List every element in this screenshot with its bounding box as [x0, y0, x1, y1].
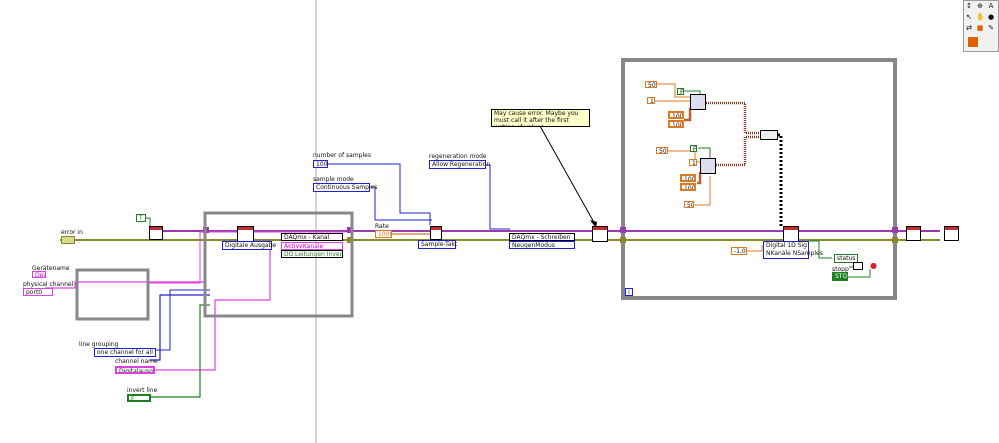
num-samples-value[interactable]: 1000	[313, 160, 328, 168]
or-node[interactable]	[853, 262, 863, 270]
gen2-c[interactable]: 1000	[680, 174, 696, 182]
active-channels-prop[interactable]: AktiveKanäle	[281, 242, 343, 250]
gen2-node[interactable]	[700, 158, 716, 174]
do-invert-prop[interactable]: DO.Leitungen Invertieren	[281, 250, 343, 258]
tool-wire-icon[interactable]: ⇄	[966, 24, 972, 32]
tool-position-icon[interactable]: ↖	[966, 13, 972, 21]
sample-mode-ring[interactable]: Continuous Samples	[313, 183, 377, 192]
channel-name-value[interactable]: Digitalausgang	[115, 366, 155, 374]
num-samples-label: number of samples	[313, 152, 371, 159]
physical-channel-label: physical channel	[23, 281, 74, 288]
status-label: status	[834, 254, 859, 263]
gen1-d[interactable]: 1000	[668, 120, 684, 128]
tool-pen-icon[interactable]: ✎	[988, 24, 994, 32]
stop-label: stopp	[832, 266, 849, 273]
write-type-ring[interactable]: Digital 1D Sig NKanäle NSamples	[763, 241, 823, 259]
gen2-e[interactable]: F	[690, 145, 697, 152]
device-name-value[interactable]: Dev1	[32, 271, 46, 278]
tool-color-icon[interactable]: ■	[976, 24, 984, 32]
write-property[interactable]: DAQmx - Schreiben	[509, 233, 575, 241]
gen2-b[interactable]: 1	[689, 159, 697, 166]
channel-name-label: channel name	[115, 358, 158, 365]
line-grouping-ring[interactable]: one channel for all	[94, 348, 156, 357]
timing-node[interactable]	[430, 226, 442, 240]
regen-ring[interactable]: Allow Regeneration	[429, 160, 490, 169]
device-name-label: Gerätename	[32, 265, 70, 272]
gen1-a[interactable]: 500	[645, 81, 657, 88]
tools-palette: ↕ ⊕ A ↖ ✋ ● ⇄ ■ ✎	[963, 0, 999, 52]
tool-hand-icon[interactable]: ✋	[976, 13, 985, 21]
start-task-node[interactable]	[592, 226, 608, 242]
physical-channel-value[interactable]: port0	[23, 288, 53, 296]
regen-mode-prop[interactable]: NeugenModus	[509, 241, 575, 249]
sample-mode-label: sample mode	[313, 176, 354, 183]
loop-iteration-terminal: i	[625, 288, 633, 296]
true-constant[interactable]: T	[136, 214, 146, 222]
clear-task-node[interactable]	[906, 226, 921, 241]
error-handler-node[interactable]	[944, 226, 959, 241]
error-in-terminal[interactable]	[61, 236, 75, 244]
build-array-node[interactable]	[760, 130, 778, 140]
while-loop	[621, 58, 897, 300]
rate-label: Rate	[375, 223, 389, 230]
create-channel-mode[interactable]: Digitale Ausgabe	[222, 241, 276, 250]
regen-label: regeneration mode	[429, 153, 487, 160]
color-swatch[interactable]	[968, 37, 978, 47]
stop-condition-icon[interactable]: ●	[870, 261, 877, 270]
tool-text-icon[interactable]: A	[988, 2, 994, 10]
gen1-node[interactable]	[690, 94, 706, 110]
error-in-label: error in	[61, 229, 83, 236]
gen2-a[interactable]: 500	[656, 147, 668, 154]
comment-note: May cause error. Maybe you must call it …	[491, 109, 590, 127]
gen2-d[interactable]: 1000	[680, 183, 696, 191]
invert-line-control[interactable]: F	[127, 394, 151, 402]
create-channel-property[interactable]: DAQmx - Kanal	[281, 233, 343, 241]
tool-probe-icon[interactable]: ●	[987, 13, 995, 21]
gen1-c[interactable]: 1000	[668, 111, 684, 119]
line-grouping-label: line grouping	[79, 341, 119, 348]
tool-scroll-icon[interactable]: ↕	[966, 2, 972, 10]
timing-ring[interactable]: Sample-Takt	[418, 240, 457, 249]
stop-button[interactable]: STOP	[832, 272, 848, 281]
invert-line-label: invert line	[127, 387, 158, 394]
gen2-f[interactable]: 50	[684, 201, 694, 208]
gen1-b[interactable]: 1	[647, 97, 655, 104]
rate-value[interactable]: 1000	[375, 230, 392, 238]
neg-constant[interactable]: -1,00	[731, 247, 747, 255]
gen1-e[interactable]: F	[677, 88, 684, 95]
write-node[interactable]	[783, 226, 799, 242]
tool-operate-icon[interactable]: ⊕	[977, 2, 983, 10]
error-cluster-node[interactable]	[149, 226, 163, 240]
